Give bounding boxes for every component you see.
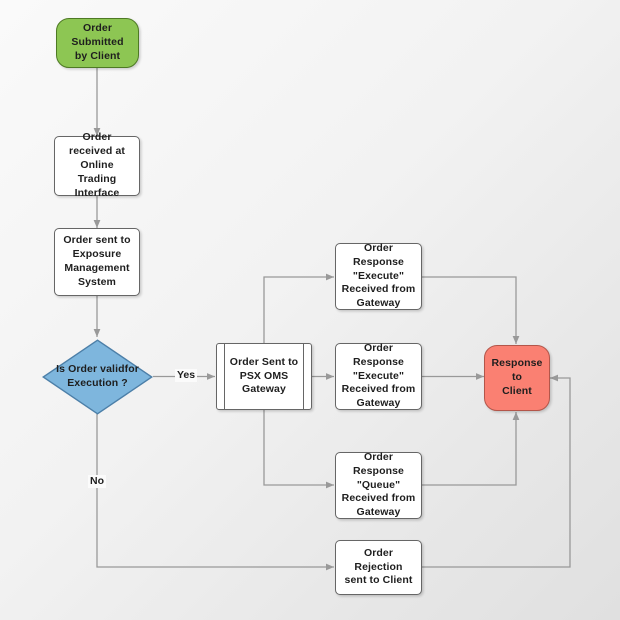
- node-label: Order Response "Execute" Received from G…: [341, 341, 416, 410]
- node-order-response-execute-middle[interactable]: Order Response "Execute" Received from G…: [335, 341, 422, 410]
- node-label: Order received at Online Trading Interfa…: [69, 131, 125, 199]
- node-order-response-queue[interactable]: Order Response "Queue" Received from Gat…: [335, 450, 422, 519]
- edge-oms-to-queue: [263, 410, 334, 489]
- node-label: Order Rejection sent to Client: [344, 546, 413, 587]
- node-label: Order Submitted by Client: [71, 22, 124, 62]
- diamond-shape: [42, 339, 153, 415]
- node-order-rejection-sent-to-client[interactable]: Order Rejection sent to Client: [335, 540, 422, 595]
- edge-label-yes: Yes: [175, 369, 198, 382]
- edge-decision-no-to-rejection: [96, 414, 334, 571]
- node-label: Is Order validfor Execution ?: [56, 363, 139, 389]
- node-label: Response to Client: [491, 357, 543, 397]
- node-order-sent-to-exposure-management-system[interactable]: Order sent to Exposure Management System: [54, 228, 140, 296]
- node-order-response-execute-top[interactable]: Order Response "Execute" Received from G…: [335, 241, 422, 310]
- node-label: Order Response "Execute" Received from G…: [341, 241, 416, 310]
- node-order-received-online-trading-interface[interactable]: Order received at Online Trading Interfa…: [54, 131, 140, 199]
- node-label: Order Response "Queue" Received from Gat…: [341, 450, 416, 519]
- node-label: Order Sent to PSX OMS Gateway: [229, 355, 299, 396]
- edge-label-no: No: [88, 475, 106, 488]
- edge-oms-to-execute-top: [263, 273, 334, 343]
- node-order-submitted-by-client[interactable]: Order Submitted by Client: [56, 18, 139, 68]
- edge-queue-to-response: [422, 412, 520, 486]
- node-order-sent-to-psx-oms-gateway[interactable]: Order Sent to PSX OMS Gateway: [216, 343, 312, 410]
- node-response-to-client[interactable]: Response to Client: [484, 345, 550, 411]
- node-decision-is-order-valid-for-execution[interactable]: Is Order validfor Execution ?: [42, 339, 153, 415]
- node-label: Order sent to Exposure Management System: [63, 234, 131, 288]
- edge-execute-top-to-response: [422, 276, 520, 344]
